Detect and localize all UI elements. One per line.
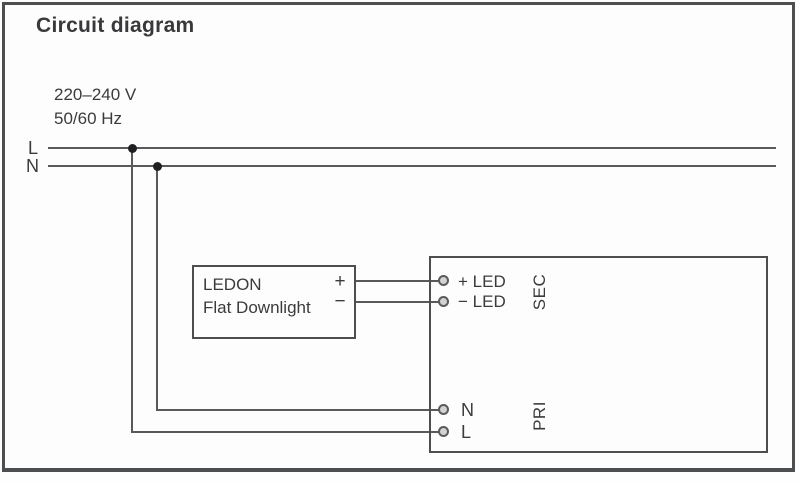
terminal-circle-plus-led xyxy=(438,275,449,286)
lamp-plus-label: + xyxy=(334,271,346,292)
supply-frequency-label: 50/60 Hz xyxy=(54,109,123,128)
wire-n-mains xyxy=(48,165,776,167)
terminal-circle-l xyxy=(438,426,449,437)
page-title: Circuit diagram xyxy=(36,14,195,37)
secondary-side-label: SEC xyxy=(530,273,549,311)
terminal-minus-led-label: − LED xyxy=(458,292,506,311)
driver-box xyxy=(429,256,768,453)
wire-l-mains xyxy=(48,147,776,149)
terminal-l-label: L xyxy=(461,422,472,442)
wire-n-drop xyxy=(156,166,158,410)
wire-l-to-terminal xyxy=(131,431,439,433)
line-conductor-label: L xyxy=(28,138,39,158)
diagram-outer-frame xyxy=(2,2,795,472)
lamp-box xyxy=(192,265,356,339)
junction-dot-l xyxy=(128,144,137,153)
lamp-name-line2: Flat Downlight xyxy=(203,298,311,317)
junction-dot-n xyxy=(153,162,162,171)
wire-led-plus xyxy=(355,280,439,282)
terminal-plus-led-label: + LED xyxy=(458,272,506,291)
terminal-circle-n xyxy=(438,404,449,415)
primary-side-label: PRI xyxy=(530,401,549,431)
wire-led-minus xyxy=(355,301,439,303)
lamp-minus-label: − xyxy=(334,291,346,312)
neutral-conductor-label: N xyxy=(26,156,39,176)
wire-n-to-terminal xyxy=(156,409,439,411)
supply-voltage-label: 220–240 V xyxy=(54,85,137,104)
terminal-circle-minus-led xyxy=(438,296,449,307)
wire-l-drop xyxy=(131,148,133,433)
terminal-n-label: N xyxy=(461,400,474,420)
lamp-name-line1: LEDON xyxy=(203,275,262,294)
